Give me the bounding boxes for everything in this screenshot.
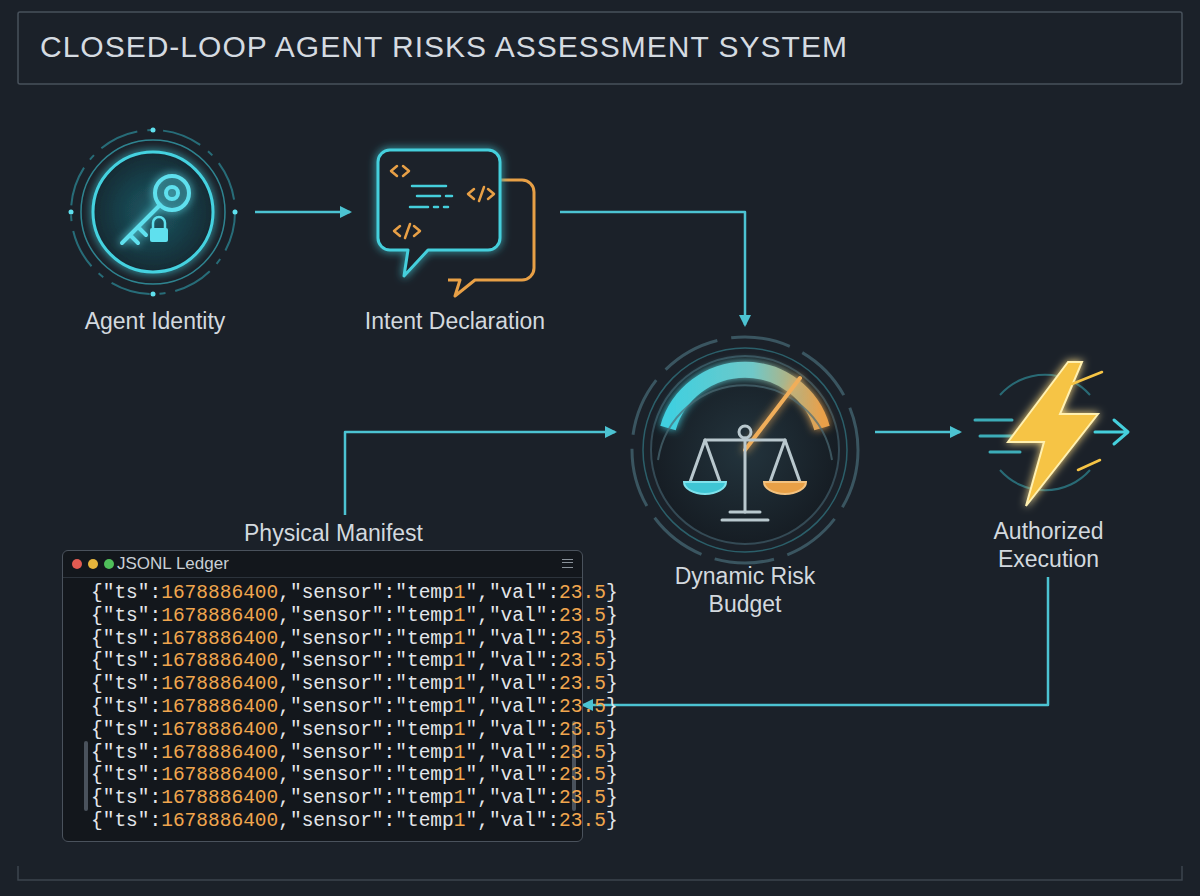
flow-arrow [875,431,960,434]
ledger-number: 1678886400 [161,650,278,672]
ledger-number: 1678886400 [161,696,278,718]
ledger-line: {"ts":1678886400,"sensor":"temp1","val":… [91,742,582,765]
ledger-line: {"ts":1678886400,"sensor":"temp1","val":… [91,673,582,696]
diagram-title: CLOSED-LOOP AGENT RISKS ASSESSMENT SYSTE… [40,30,848,64]
risk-gauge-icon [632,337,858,563]
ledger-number: 23.5 [559,719,606,741]
identity-node: Agent Identity [55,125,255,340]
ledger-number: 1678886400 [161,764,278,786]
node-label: Physical Manifest [244,519,423,547]
menu-icon [562,559,573,568]
ledger-line: {"ts":1678886400,"sensor":"temp1","val":… [91,810,582,833]
key-icon [69,128,238,297]
node-label: Authorized Execution [964,517,1134,573]
scrollbar [84,741,88,811]
ledger-number: 1678886400 [161,787,278,809]
ledger-line: {"ts":1678886400,"sensor":"temp1","val":… [91,628,582,651]
ledger-number: 1678886400 [161,810,278,832]
lightning-icon [975,362,1128,506]
ledger-number: 23.5 [559,742,606,764]
ledger-line: {"ts":1678886400,"sensor":"temp1","val":… [91,696,582,719]
ledger-number: 23.5 [559,673,606,695]
flow-arrow [345,432,615,515]
ledger-number: 23.5 [559,605,606,627]
flow-arrow [255,211,350,214]
ledger-number: 1 [454,650,466,672]
ledger-number: 1678886400 [161,628,278,650]
ledger-number: 1 [454,787,466,809]
ledger-number: 23.5 [559,696,606,718]
ledger-number: 1678886400 [161,719,278,741]
title-frame [18,12,1182,84]
ledger-number: 1 [454,810,466,832]
ledger-number: 23.5 [559,582,606,604]
ledger-number: 23.5 [559,787,606,809]
intent-node: Intent Declaration [350,125,560,340]
ledger-node: Physical ManifestJSONL Ledger {"ts":16788… [62,515,583,842]
ledger-number: 23.5 [559,764,606,786]
node-label: Dynamic Risk Budget [650,562,840,618]
ledger-line: {"ts":1678886400,"sensor":"temp1","val":… [91,582,582,605]
ledger-number: 23.5 [559,810,606,832]
ledger-line: {"ts":1678886400,"sensor":"temp1","val":… [91,605,582,628]
ledger-number: 1 [454,764,466,786]
node-label: Agent Identity [85,307,226,335]
ledger-number: 1 [454,673,466,695]
terminal-window: JSONL Ledger {"ts":1678886400,"sensor":"t… [62,550,583,842]
node-label: Intent Declaration [365,307,545,335]
window-dot [88,559,98,569]
ledger-body: {"ts":1678886400,"sensor":"temp1","val":… [63,578,582,841]
ledger-number: 1 [454,582,466,604]
risk-budget-node: Dynamic Risk Budget [615,325,875,622]
speech-bubble-icon [378,150,534,296]
ledger-number: 1 [454,719,466,741]
window-dot [72,559,82,569]
ledger-line: {"ts":1678886400,"sensor":"temp1","val":… [91,787,582,810]
window-header: JSONL Ledger [63,551,582,578]
ledger-line: {"ts":1678886400,"sensor":"temp1","val":… [91,764,582,787]
ledger-line: {"ts":1678886400,"sensor":"temp1","val":… [91,719,582,742]
ledger-number: 1678886400 [161,582,278,604]
ledger-line: {"ts":1678886400,"sensor":"temp1","val":… [91,650,582,673]
execution-node: Authorized Execution [960,360,1137,577]
ledger-number: 1678886400 [161,742,278,764]
ledger-number: 23.5 [559,650,606,672]
ledger-number: 1 [454,696,466,718]
window-title: JSONL Ledger [117,554,229,574]
ledger-number: 23.5 [559,628,606,650]
ledger-number: 1678886400 [161,605,278,627]
bottom-frame [18,866,1182,880]
ledger-number: 1 [454,605,466,627]
ledger-number: 1678886400 [161,673,278,695]
flow-arrow [583,577,1048,705]
flow-arrow [560,212,745,325]
ledger-number: 1 [454,742,466,764]
ledger-number: 1 [454,628,466,650]
window-dot [104,559,114,569]
